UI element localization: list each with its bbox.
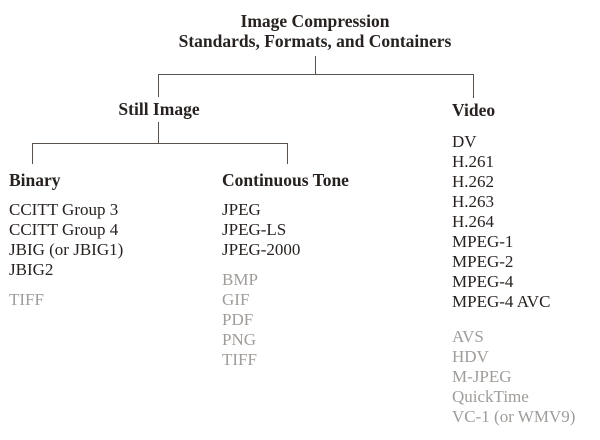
list-item: M-JPEG	[452, 367, 512, 386]
list-item: PNG	[222, 330, 257, 349]
list-item: H.264	[452, 212, 495, 231]
list-item: JPEG-LS	[222, 220, 287, 239]
branch-label-continuous-tone: Continuous Tone	[222, 170, 349, 190]
title-line-1: Image Compression	[240, 11, 390, 31]
list-item: GIF	[222, 290, 250, 309]
connector-root-stem	[315, 56, 316, 75]
list-item: JPEG-2000	[222, 240, 301, 259]
connector-continuous-tone-drop	[287, 143, 288, 164]
branch-label-still-image: Still Image	[118, 99, 200, 119]
list-item: AVS	[452, 327, 484, 346]
list-item: JBIG (or JBIG1)	[9, 240, 124, 259]
list-item: H.263	[452, 192, 495, 211]
list-item: MPEG-2	[452, 252, 514, 271]
list-item: PDF	[222, 310, 254, 329]
diagram-title: Image Compression Standards, Formats, an…	[115, 11, 515, 51]
list-item: CCITT Group 4	[9, 220, 119, 239]
list-item: JBIG2	[9, 260, 54, 279]
list-item: BMP	[222, 270, 258, 289]
list-item: MPEG-4	[452, 272, 514, 291]
connector-binary-drop	[32, 143, 33, 164]
connector-still-image-stem	[158, 122, 159, 143]
title-line-2: Standards, Formats, and Containers	[178, 31, 452, 51]
list-item: TIFF	[222, 350, 257, 369]
list-item: H.262	[452, 172, 495, 191]
list-item: QuickTime	[452, 387, 529, 406]
list-item: VC-1 (or WMV9)	[452, 407, 576, 426]
list-item: TIFF	[9, 290, 44, 309]
list-item: CCITT Group 3	[9, 200, 119, 219]
list-item: JPEG	[222, 200, 261, 219]
connector-video-drop	[473, 74, 474, 98]
connector-root-crossbar	[158, 74, 474, 75]
connector-still-image-crossbar	[32, 143, 288, 144]
binary-formats-list: TIFF	[9, 290, 123, 310]
list-item: MPEG-1	[452, 232, 514, 251]
list-item: H.261	[452, 152, 495, 171]
list-item: MPEG-4 AVC	[452, 292, 551, 311]
list-item: HDV	[452, 347, 489, 366]
branch-label-video: Video	[452, 100, 496, 120]
list-item: DV	[452, 132, 477, 151]
branch-label-binary: Binary	[9, 170, 61, 190]
connector-still-image-drop	[158, 74, 159, 97]
